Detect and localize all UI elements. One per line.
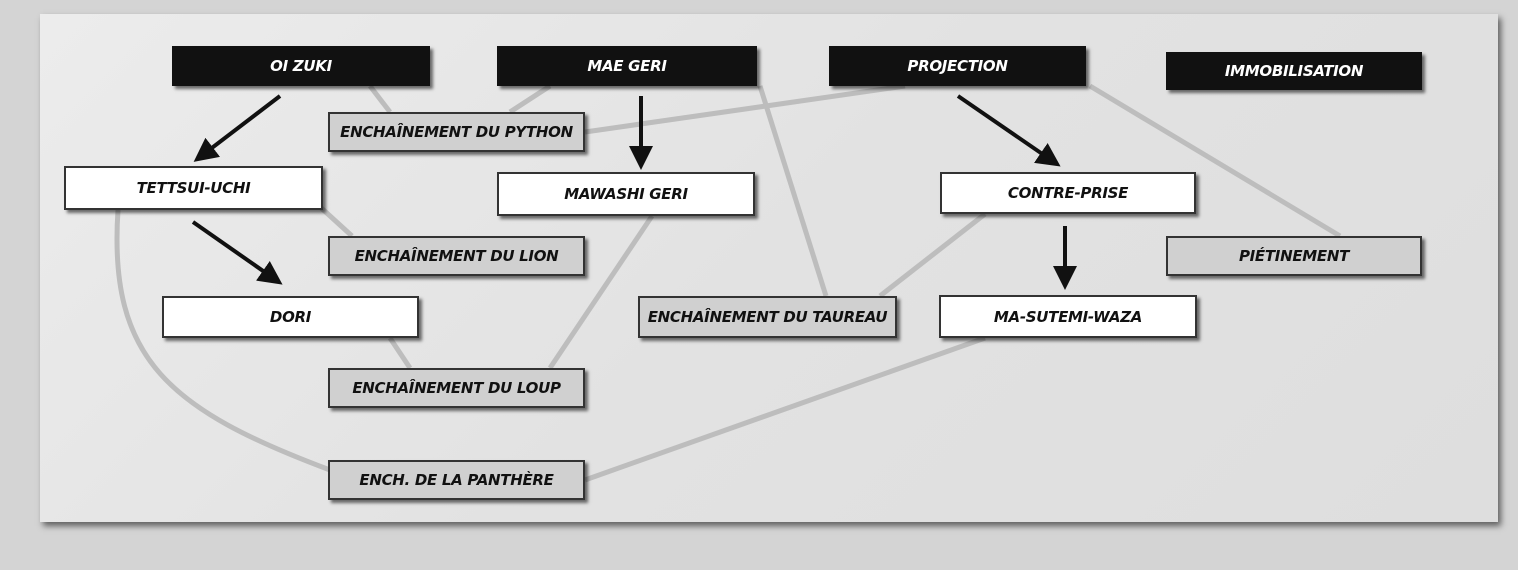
arrow-projection-contre-prise bbox=[956, 94, 1061, 167]
node-panthere: ENCH. DE LA PANTHÈRE bbox=[328, 460, 585, 500]
arrow-oi-zuki-tettsui-uchi bbox=[193, 94, 282, 162]
node-ma-sutemi-waza: MA-SUTEMI-WAZA bbox=[939, 295, 1197, 338]
link-tettsui-uchi-panthere bbox=[114, 209, 331, 473]
link-mae-geri-python bbox=[508, 83, 552, 115]
link-tettsui-uchi-lion bbox=[316, 203, 354, 238]
node-python: ENCHAÎNEMENT DU PYTHON bbox=[328, 112, 585, 152]
link-contre-prise-taureau bbox=[878, 212, 987, 298]
link-oi-zuki-python bbox=[368, 84, 392, 114]
link-dori-loup bbox=[387, 336, 413, 370]
node-oi-zuki: OI ZUKI bbox=[172, 46, 430, 86]
link-projection-pietinement bbox=[1088, 83, 1342, 239]
node-tettsui-uchi: TETTSUI-UCHI bbox=[64, 166, 323, 210]
node-lion: ENCHAÎNEMENT DU LION bbox=[328, 236, 585, 276]
node-taureau: ENCHAÎNEMENT DU TAUREAU bbox=[638, 296, 897, 338]
link-ma-sutemi-waza-panthere bbox=[584, 335, 986, 483]
node-mawashi-geri: MAWASHI GERI bbox=[497, 172, 755, 216]
node-loup: ENCHAÎNEMENT DU LOUP bbox=[328, 368, 585, 408]
node-contre-prise: CONTRE-PRISE bbox=[940, 172, 1196, 214]
link-mawashi-geri-loup bbox=[547, 214, 655, 370]
link-mae-geri-taureau bbox=[757, 85, 829, 297]
link-projection-python bbox=[584, 83, 906, 135]
node-dori: DORI bbox=[162, 296, 419, 338]
node-mae-geri: MAE GERI bbox=[497, 46, 757, 86]
node-pietinement: PIÉTINEMENT bbox=[1166, 236, 1422, 276]
arrow-tettsui-uchi-dori bbox=[191, 220, 283, 285]
node-projection: PROJECTION bbox=[829, 46, 1086, 86]
node-immobilisation: IMMOBILISATION bbox=[1166, 52, 1422, 90]
